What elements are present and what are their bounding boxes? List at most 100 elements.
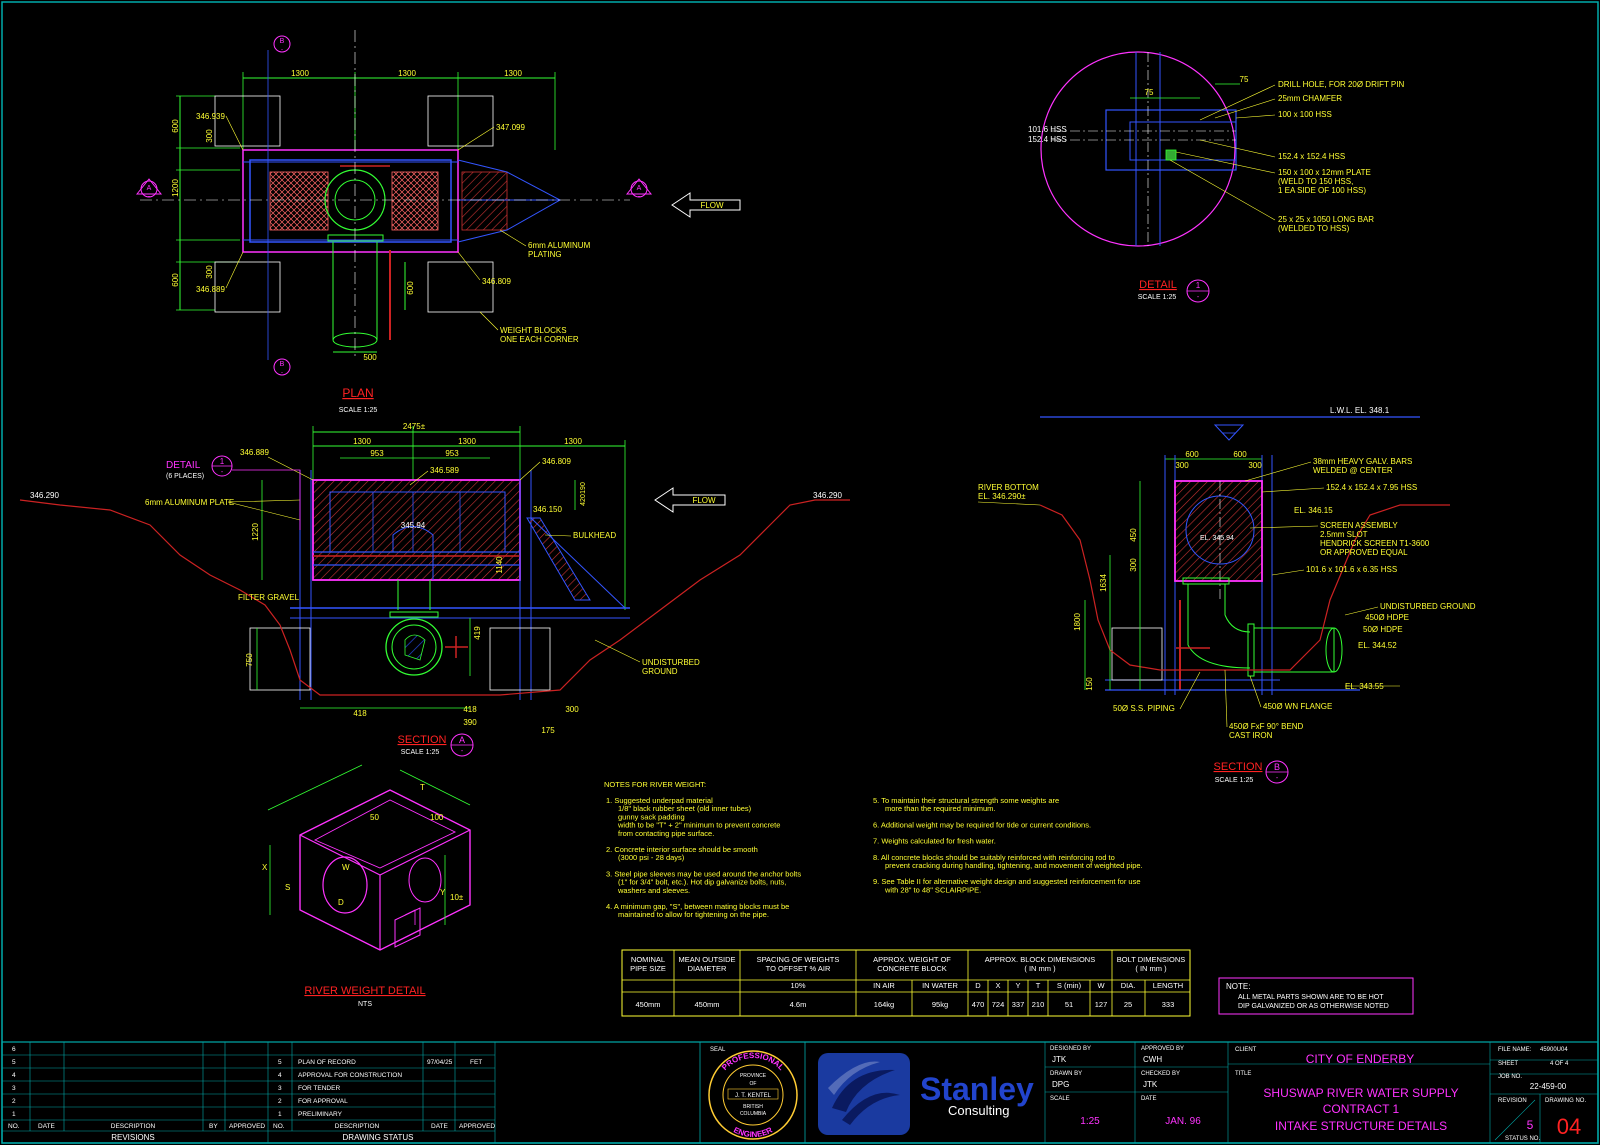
section-b-dim-left-4: 1800 bbox=[1073, 613, 1082, 631]
section-b: L.W.L. EL. 348.1 600 600 300 300 EL. 345… bbox=[977, 406, 1476, 784]
note-left-2-line-1: 2. Concrete interior surface should be s… bbox=[606, 845, 758, 854]
plan-marker-a-left: A - bbox=[135, 178, 163, 200]
svg-text:PROFESSIONAL: PROFESSIONAL bbox=[720, 1051, 786, 1072]
section-a-elev-right: 346.809 bbox=[542, 457, 571, 466]
note-left-4-line-2: maintained to allow for tightening on th… bbox=[618, 910, 769, 919]
note-right-5-line-2: with 28" to 48" SCLAIRPIPE. bbox=[884, 885, 981, 894]
section-a-dim-1220: 1220 bbox=[251, 523, 260, 541]
plan-weight-block-tr bbox=[427, 95, 494, 147]
table-head-in-air: IN AIR bbox=[873, 981, 895, 990]
note-right-3-line-1: 7. Weights calculated for fresh water. bbox=[873, 837, 996, 846]
engineer-seal: PROFESSIONAL ENGINEER PROVINCE OF J. T. … bbox=[708, 1050, 798, 1140]
table-cell-y: 337 bbox=[1012, 1000, 1025, 1009]
section-a-dim-1: 1300 bbox=[353, 437, 371, 446]
table-head-mean-2: DIAMETER bbox=[688, 964, 727, 973]
section-a-detail-places: (6 PLACES) bbox=[166, 473, 204, 480]
svg-text:B: B bbox=[280, 38, 285, 45]
river-weight-label-s: S bbox=[285, 883, 290, 892]
section-b-bars-2: WELDED @ CENTER bbox=[1313, 466, 1393, 475]
section-a-detail-num: 1 bbox=[220, 457, 225, 466]
detail-1-note-6: (WELD TO 150 HSS, bbox=[1278, 177, 1353, 186]
section-b-title: SECTION bbox=[1214, 761, 1263, 773]
seal-ring-bottom: ENGINEER bbox=[732, 1125, 774, 1139]
section-b-el-3: EL. 343.55 bbox=[1345, 682, 1384, 691]
table-head-nominal-2: PIPE SIZE bbox=[630, 964, 666, 973]
section-a-ground-left: 346.290 bbox=[30, 491, 59, 500]
detail-1-hss-b: 152.4 HSS bbox=[1028, 135, 1067, 144]
river-weight-label-10: 10± bbox=[450, 893, 464, 902]
table-head-dims-1: APPROX. BLOCK DIMENSIONS bbox=[985, 955, 1095, 964]
section-a-elev-left: 346.889 bbox=[240, 448, 269, 457]
company-logo: Stanley Consulting bbox=[818, 1053, 1034, 1135]
detail-1-sub: - bbox=[1197, 294, 1200, 301]
river-weight-label-w: W bbox=[342, 863, 350, 872]
svg-text:-: - bbox=[148, 194, 150, 200]
section-a-ground-right: 346.290 bbox=[813, 491, 842, 500]
plan-dim-left-4: 300 bbox=[205, 265, 214, 279]
section-a-undisturbed-1: UNDISTURBED bbox=[642, 658, 700, 667]
river-weight-detail: 50 T 100 W S D X Y 10± RIVER WEIGHT DETA… bbox=[262, 764, 471, 1008]
revision-no-2: 2 bbox=[12, 1098, 16, 1105]
revision-no-3: 3 bbox=[12, 1085, 16, 1092]
section-b-dim-left-1: 450 bbox=[1129, 528, 1138, 542]
note-right-4-line-1: 8. All concrete blocks should be suitabl… bbox=[873, 853, 1115, 862]
river-weight-label-100: 100 bbox=[430, 813, 444, 822]
seal-region-2: COLUMBIA bbox=[740, 1111, 767, 1117]
table-head-length: LENGTH bbox=[1153, 981, 1183, 990]
note-box-line-1: ALL METAL PARTS SHOWN ARE TO BE HOT bbox=[1238, 994, 1384, 1001]
table-head-spacing-1: SPACING OF WEIGHTS bbox=[757, 955, 840, 964]
svg-text:-: - bbox=[281, 47, 283, 53]
note-left-3-line-3: washers and sleeves. bbox=[617, 886, 690, 895]
river-weight-label-y: Y bbox=[440, 888, 446, 897]
section-b-dim-left-2: 300 bbox=[1129, 558, 1138, 572]
table-head-dims-2: ( IN mm ) bbox=[1024, 964, 1056, 973]
table-head-bolt-1: BOLT DIMENSIONS bbox=[1117, 955, 1186, 964]
note-left-1-line-5: from contacting pipe surface. bbox=[618, 829, 714, 838]
status-desc-4: APPROVAL FOR CONSTRUCTION bbox=[298, 1072, 402, 1079]
detail-1-hss-a: 101.6 HSS bbox=[1028, 125, 1067, 134]
section-a-gravel-label: FILTER GRAVEL bbox=[238, 593, 300, 602]
file-name-label: FILE NAME: bbox=[1498, 1047, 1532, 1053]
drawing-status-table: 5 PLAN OF RECORD 97/04/25 FET 4 APPROVAL… bbox=[273, 1059, 495, 1142]
client-label: CLIENT bbox=[1235, 1047, 1257, 1053]
section-b-weight-block bbox=[1111, 627, 1163, 681]
status-head-description: DESCRIPTION bbox=[335, 1123, 380, 1130]
plan-dim-top-1: 1300 bbox=[291, 69, 309, 78]
file-name: 45900U04 bbox=[1540, 1047, 1568, 1053]
plan-title: PLAN bbox=[342, 386, 373, 400]
job-no-label: JOB NO. bbox=[1498, 1074, 1522, 1080]
plan-plating-note-2: PLATING bbox=[528, 250, 562, 259]
detail-1-number: 1 bbox=[1196, 281, 1201, 290]
note-left-3-line-1: 3. Steel pipe sleeves may be used around… bbox=[606, 869, 801, 878]
section-a-scale: SCALE 1:25 bbox=[401, 749, 440, 756]
note-right-5-line-1: 9. See Table II for alternative weight d… bbox=[873, 877, 1141, 886]
table-head-bolt-2: ( IN mm ) bbox=[1135, 964, 1167, 973]
revision-head-no: NO. bbox=[8, 1123, 20, 1130]
svg-text:A: A bbox=[637, 185, 642, 192]
plan-screen-left bbox=[269, 171, 329, 231]
section-b-screen-1: SCREEN ASSEMBLY bbox=[1320, 521, 1398, 530]
plan-dim-left-3: 1200 bbox=[171, 179, 180, 197]
section-b-undisturbed: UNDISTURBED GROUND bbox=[1380, 602, 1476, 611]
plan-blocks-note-1: WEIGHT BLOCKS bbox=[500, 326, 567, 335]
detail-1-note-7: 1 EA SIDE OF 100 HSS) bbox=[1278, 186, 1366, 195]
section-a-screen-box bbox=[312, 479, 521, 581]
drawing-no: 04 bbox=[1557, 1114, 1581, 1139]
section-a-dim-bottom-2: 418 bbox=[463, 705, 477, 714]
detail-1-dim-75a: 75 bbox=[1145, 88, 1154, 97]
note-right-4-line-2: prevent cracking during handling, tighte… bbox=[885, 861, 1143, 870]
svg-text:A: A bbox=[147, 185, 152, 192]
section-a-dim-total: 2475± bbox=[403, 422, 426, 431]
section-a-elev-inner: 345.94 bbox=[401, 521, 426, 530]
table-cell-length: 333 bbox=[1162, 1000, 1175, 1009]
table-head-spacing-sub: 10% bbox=[790, 981, 805, 990]
table-cell-w: 127 bbox=[1095, 1000, 1108, 1009]
section-b-bend-1: 450Ø FxF 90° BEND bbox=[1229, 722, 1304, 731]
section-a-block-left bbox=[249, 627, 311, 691]
plan-weight-block-br bbox=[427, 261, 494, 313]
section-a-dim-3: 1300 bbox=[564, 437, 582, 446]
section-b-piping: 50Ø S.S. PIPING bbox=[1113, 704, 1175, 713]
drawing-no-label: DRAWING NO. bbox=[1545, 1098, 1586, 1104]
status-desc-2: FOR APPROVAL bbox=[298, 1098, 348, 1105]
